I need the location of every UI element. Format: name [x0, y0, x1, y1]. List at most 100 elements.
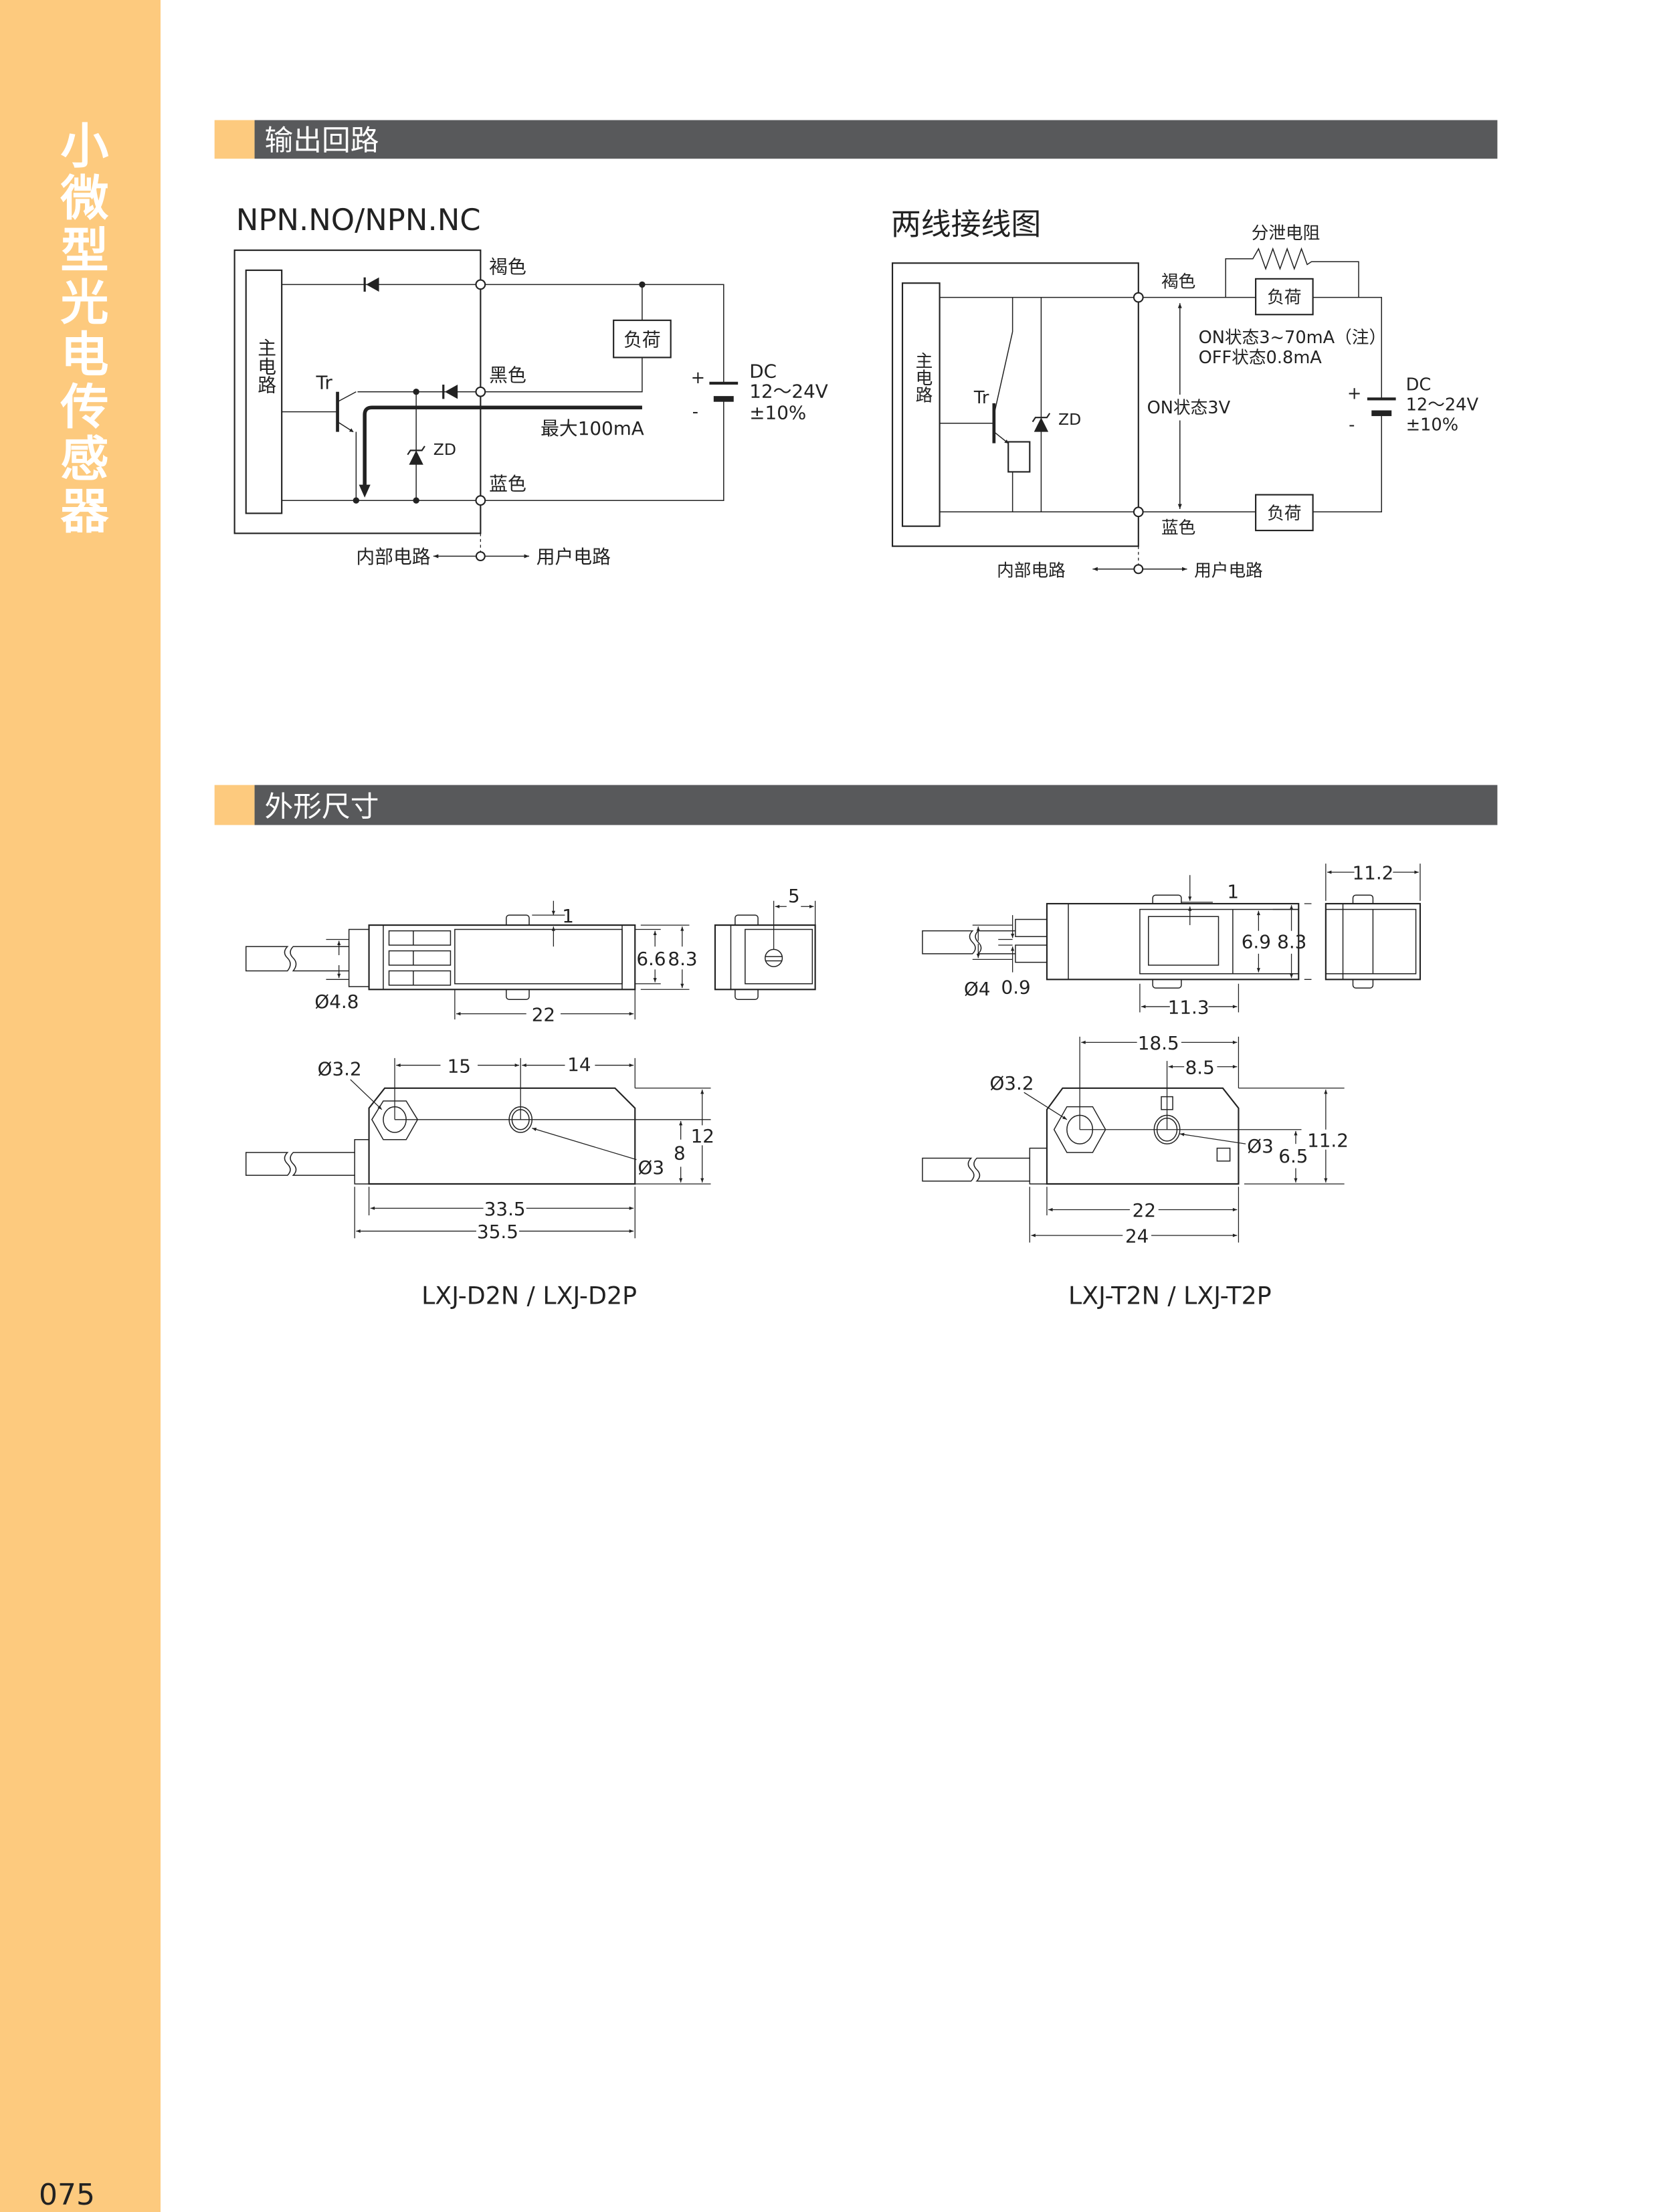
wire-label-blue: 蓝色	[489, 473, 526, 495]
section-header-dimensions: 外形尺寸	[214, 785, 1498, 825]
dim-hex-diameter: Ø3.2	[989, 1072, 1034, 1094]
wire-label-black: 黑色	[489, 365, 526, 387]
on-voltage-label: ON状态3V	[1147, 398, 1231, 418]
dim-pitch-1: 18.5	[1138, 1032, 1179, 1054]
dim-window-height: 6.6	[636, 948, 666, 970]
boundary-node	[1133, 564, 1144, 575]
dim-nub: 1	[562, 905, 574, 927]
dimension-drawing-d2: 1 6.6 8.3 Ø4.8 22	[245, 885, 816, 1310]
npn-circuit-title: NPN.NO/NPN.NC	[236, 202, 481, 237]
stub	[1015, 918, 1048, 937]
model-name: LXJ-D2N / LXJ-D2P	[421, 1282, 637, 1310]
dim-nub: 1	[1227, 880, 1239, 902]
dc-label: DC	[749, 360, 777, 382]
dim-pitch-2: 14	[567, 1053, 591, 1076]
lens-window	[1148, 916, 1219, 966]
terminal-blue	[1133, 506, 1144, 518]
junction-dot	[353, 497, 360, 504]
main-circuit-label: 主电路	[255, 338, 277, 394]
page-number: 075	[39, 2178, 95, 2212]
transistor-icon	[282, 391, 357, 501]
dim-width: 11.2	[1352, 862, 1393, 884]
sensor-housing	[892, 262, 1139, 547]
sidebar: 小微型光电传感器 075	[0, 0, 161, 2212]
voltage-label: 12～24V	[1406, 395, 1479, 415]
top-view: 1 6.6 8.3 Ø4.8 22	[245, 900, 698, 1025]
cable	[245, 946, 349, 972]
dim-height: 8.3	[1277, 930, 1306, 952]
terminal-brown	[475, 279, 486, 290]
dim-hole-height: 6.5	[1278, 1145, 1308, 1167]
dim-hex-diameter: Ø3.2	[318, 1058, 362, 1080]
off-current-label: OFF状态0.8mA	[1199, 348, 1323, 368]
transistor-label: Tr	[315, 371, 332, 393]
model-name: LXJ-T2N / LXJ-T2P	[1068, 1282, 1272, 1310]
load-label-top: 负荷	[1267, 288, 1301, 308]
dim-pitch-1: 15	[448, 1055, 471, 1077]
zener-diode-icon	[407, 391, 425, 501]
load-box	[613, 319, 672, 359]
wire-loop	[939, 296, 1382, 513]
npn-circuit-diagram: NPN.NO/NPN.NC 主电路 负荷 Tr	[233, 202, 828, 568]
lens-window	[454, 928, 623, 985]
zener-label: ZD	[1058, 410, 1081, 429]
battery-icon	[709, 381, 739, 402]
end-view: 5	[714, 885, 816, 1000]
dim-end-offset: 5	[788, 885, 800, 907]
internal-wires	[1011, 297, 1042, 512]
sensor-body	[368, 1087, 636, 1185]
tolerance-label: ±10%	[1406, 415, 1458, 435]
boundary-node	[475, 551, 486, 562]
transistor-label: Tr	[973, 388, 989, 408]
load-box-top	[1255, 278, 1314, 316]
dim-hole-diameter: Ø3	[1247, 1135, 1274, 1157]
wire-label-brown: 褐色	[489, 256, 526, 278]
front-view: 15 14 Ø3.2 Ø3 8 12 33.5 35.5	[245, 1053, 714, 1243]
max-current-label: 最大100mA	[541, 417, 644, 439]
user-circuit-label: 用户电路	[536, 546, 611, 568]
cable	[922, 1157, 1030, 1182]
front-view: 18.5 8.5 Ø3.2 Ø3 6.5 11.2 22	[922, 1032, 1349, 1247]
dim-body-length: 22	[1133, 1199, 1156, 1221]
dim-body-height: 12	[691, 1125, 714, 1147]
internal-circuit-label: 内部电路	[356, 546, 430, 568]
sensor-body	[368, 924, 636, 991]
hex-nut-icon	[1053, 1106, 1106, 1153]
end-view: 11.2	[1325, 862, 1422, 989]
main-circuit-label: 主电路	[912, 351, 933, 403]
load-box-bottom	[1255, 494, 1314, 532]
plus-sign: +	[691, 368, 705, 388]
terminal-black	[475, 386, 486, 397]
top-view: 1 6.9 8.3 Ø4 0.9 11.3	[922, 875, 1312, 1019]
dim-pitch-2: 8.5	[1185, 1056, 1215, 1078]
wire-label-brown: 褐色	[1161, 272, 1195, 292]
dim-height: 8.3	[668, 948, 697, 970]
load-label-bottom: 负荷	[1267, 504, 1301, 524]
indicator-square	[1216, 1147, 1231, 1162]
minus-sign: -	[1349, 415, 1355, 435]
battery-icon	[1367, 397, 1396, 417]
zener-diode-icon	[1032, 413, 1051, 432]
plus-sign: +	[1347, 383, 1361, 403]
dim-window-length: 11.3	[1168, 997, 1209, 1019]
dim-window-height: 6.9	[1242, 930, 1271, 952]
dim-window-length: 22	[532, 1003, 555, 1025]
dim-cable-diameter: Ø4.8	[314, 991, 359, 1013]
dimension-drawing-t2: 1 6.9 8.3 Ø4 0.9 11.3	[922, 862, 1422, 1310]
arrow-head-icon	[359, 484, 371, 498]
main-circuit-block	[901, 282, 941, 527]
tolerance-label: ±10%	[749, 401, 806, 423]
section-title: 输出回路	[265, 124, 379, 157]
dim-cable-diameter: Ø4	[964, 978, 991, 1000]
junction-dot	[413, 497, 419, 504]
diode-icon	[363, 277, 379, 292]
diode-icon	[442, 385, 458, 399]
on-current-label: ON状态3~70mA（注）	[1199, 328, 1387, 348]
section-title: 外形尺寸	[265, 791, 379, 824]
transistor-icon	[939, 331, 1031, 473]
dim-gap: 0.9	[1001, 977, 1031, 999]
wire-brown-blue	[282, 284, 724, 501]
stub	[1015, 944, 1048, 963]
